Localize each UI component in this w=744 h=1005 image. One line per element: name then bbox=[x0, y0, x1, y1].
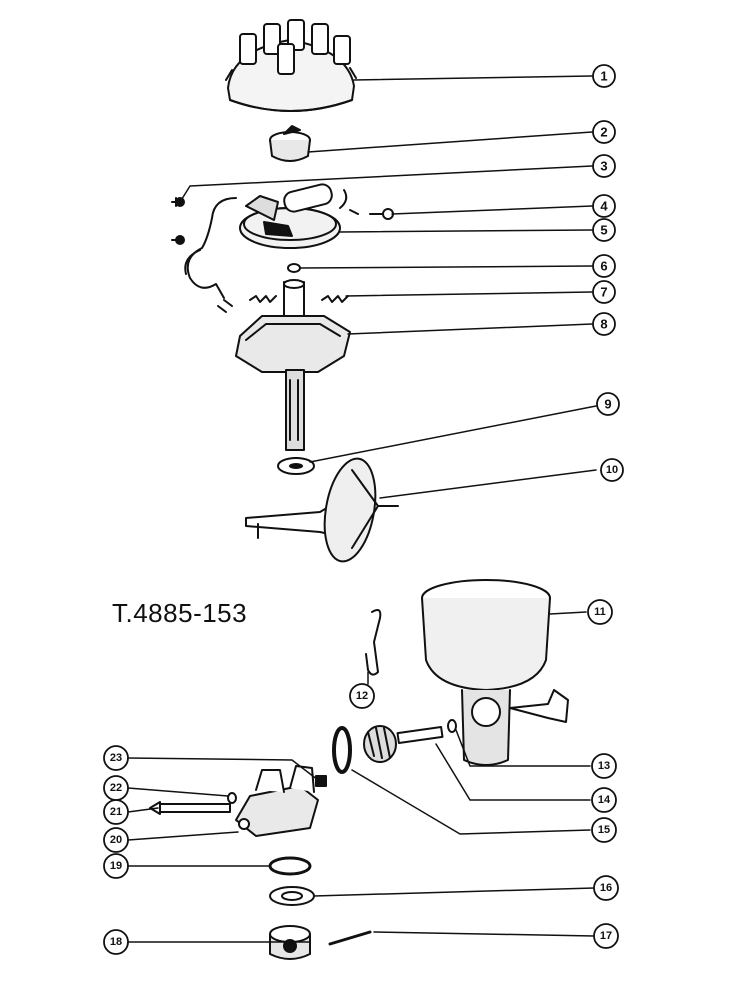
rotor-arm bbox=[269, 125, 311, 162]
callout-13: 13 bbox=[598, 760, 610, 772]
drive-gear bbox=[363, 725, 444, 763]
callout-6: 6 bbox=[600, 259, 607, 274]
callout-23: 23 bbox=[110, 752, 122, 764]
distributor-housing bbox=[421, 579, 569, 766]
breaker-plate-assembly bbox=[184, 183, 348, 313]
weight-springs bbox=[249, 295, 349, 303]
screws bbox=[171, 197, 394, 245]
callout-18: 18 bbox=[110, 936, 122, 948]
callout-21: 21 bbox=[110, 806, 122, 818]
distributor-body-shaft bbox=[235, 279, 351, 451]
o-ring bbox=[332, 726, 352, 774]
callout-1: 1 bbox=[600, 69, 607, 84]
distributor-cap bbox=[225, 19, 357, 112]
callout-22: 22 bbox=[110, 782, 122, 794]
callout-circles bbox=[103, 64, 624, 955]
callout-9: 9 bbox=[604, 397, 611, 412]
callout-15: 15 bbox=[598, 824, 610, 836]
callout-17: 17 bbox=[600, 930, 612, 942]
callout-7: 7 bbox=[600, 285, 607, 300]
shim-washer bbox=[447, 719, 457, 733]
sealing-ring bbox=[268, 856, 312, 876]
spring-clip bbox=[365, 609, 382, 676]
callout-20: 20 bbox=[110, 834, 122, 846]
leader-lines bbox=[127, 75, 597, 943]
retaining-pin bbox=[328, 930, 372, 946]
callout-11: 11 bbox=[594, 606, 606, 618]
callout-16: 16 bbox=[600, 882, 612, 894]
callout-4: 4 bbox=[600, 199, 608, 214]
callout-14: 14 bbox=[598, 794, 611, 806]
drawing-reference: T.4885-153 bbox=[112, 598, 248, 628]
clamp-plate-assembly bbox=[149, 765, 327, 837]
callout-3: 3 bbox=[600, 159, 607, 174]
callout-8: 8 bbox=[600, 317, 607, 332]
callout-5: 5 bbox=[600, 223, 607, 238]
callout-10: 10 bbox=[606, 464, 618, 476]
callout-19: 19 bbox=[110, 860, 122, 872]
drive-coupling bbox=[269, 925, 311, 960]
felt-pad bbox=[287, 263, 301, 273]
callout-12: 12 bbox=[356, 690, 368, 702]
vacuum-advance-unit bbox=[245, 457, 399, 563]
callout-2: 2 bbox=[600, 125, 607, 140]
